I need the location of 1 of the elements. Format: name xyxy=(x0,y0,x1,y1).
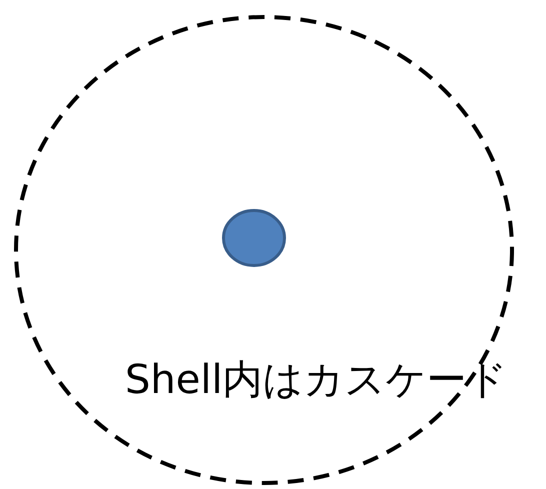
annotation-text: Shell内はカスケード xyxy=(125,356,508,404)
